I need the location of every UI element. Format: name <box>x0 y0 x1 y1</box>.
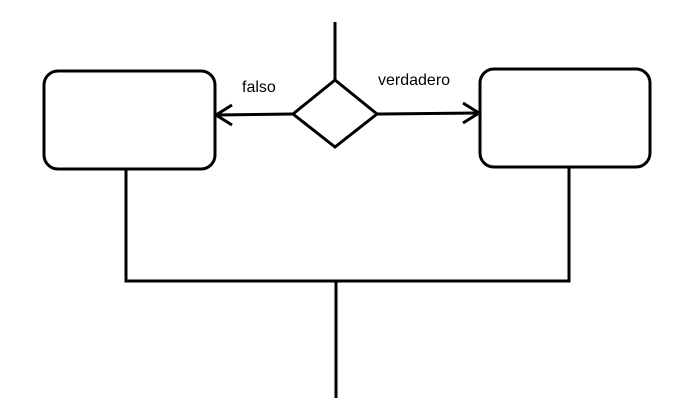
decision-diamond <box>290 78 380 149</box>
false-action-box <box>42 69 217 171</box>
true-label: verdadero <box>378 72 450 89</box>
true-action-box <box>478 67 652 169</box>
false-label: falso <box>242 79 276 96</box>
false-branch-arrow <box>213 103 294 127</box>
true-branch-arrow <box>376 101 482 125</box>
